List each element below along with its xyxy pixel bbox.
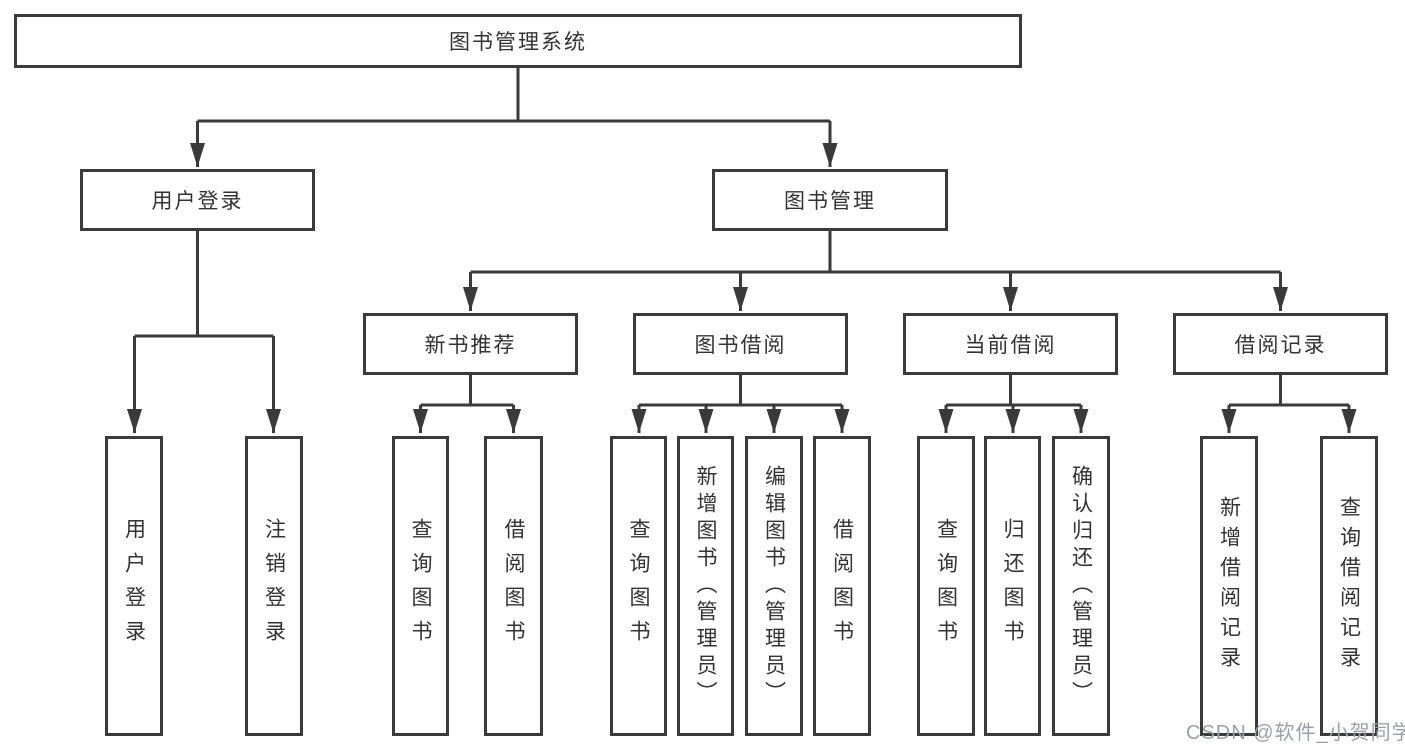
leaf-cb-confirm-return-admin: 确认归还（管理员）	[1052, 436, 1110, 736]
node-label: 借阅图书	[502, 518, 525, 654]
node-book-borrowing: 图书借阅	[633, 313, 848, 375]
leaf-cb-query-books: 查询图书	[917, 436, 975, 736]
leaf-nb-query-books: 查询图书	[392, 436, 449, 736]
node-root-system: 图书管理系统	[14, 14, 1022, 68]
node-label: 新增图书（管理员）	[694, 464, 717, 708]
node-label: 查询借阅记录	[1337, 496, 1361, 676]
leaf-bb-borrow-books: 借阅图书	[813, 436, 871, 736]
leaf-bb-add-books-admin: 新增图书（管理员）	[677, 436, 734, 736]
node-label: 用户登录	[151, 190, 244, 213]
node-borrow-records: 借阅记录	[1173, 313, 1388, 375]
leaf-bb-query-books: 查询图书	[610, 436, 667, 736]
node-book-management: 图书管理	[712, 169, 948, 231]
csdn-watermark: CSDN @软件_小贺同学	[1186, 722, 1405, 744]
node-label: 注销登录	[262, 518, 286, 654]
connector-path	[134, 68, 1349, 407]
node-label: 新增借阅记录	[1217, 496, 1241, 676]
node-label: 查询图书	[627, 518, 650, 654]
leaf-logout: 注销登录	[245, 436, 303, 736]
node-label: 借阅记录	[1234, 334, 1327, 357]
node-label: 编辑图书（管理员）	[762, 464, 786, 708]
node-label: 用户登录	[122, 518, 146, 654]
node-label: 图书管理系统	[449, 31, 587, 54]
node-label: 借阅图书	[830, 518, 854, 654]
leaf-user-login: 用户登录	[105, 436, 163, 736]
leaf-rec-add-record: 新增借阅记录	[1200, 436, 1258, 736]
leaf-cb-return-books: 归还图书	[984, 436, 1041, 736]
node-new-book-recommend: 新书推荐	[363, 313, 578, 375]
connector-arrows	[127, 121, 1357, 433]
node-label: 查询图书	[934, 518, 958, 654]
leaf-nb-borrow-books: 借阅图书	[484, 436, 543, 736]
node-label: 确认归还（管理员）	[1069, 464, 1093, 708]
node-current-borrowing: 当前借阅	[903, 313, 1118, 375]
node-user-login: 用户登录	[80, 169, 315, 231]
leaf-rec-query-record: 查询借阅记录	[1320, 436, 1378, 736]
node-label: 查询图书	[409, 518, 432, 654]
node-label: 新书推荐	[424, 334, 517, 357]
node-label: 图书管理	[784, 190, 876, 213]
node-label: 图书借阅	[694, 334, 787, 357]
node-label: 归还图书	[1001, 518, 1024, 654]
leaf-bb-edit-books-admin: 编辑图书（管理员）	[745, 436, 803, 736]
node-label: 当前借阅	[964, 334, 1057, 357]
